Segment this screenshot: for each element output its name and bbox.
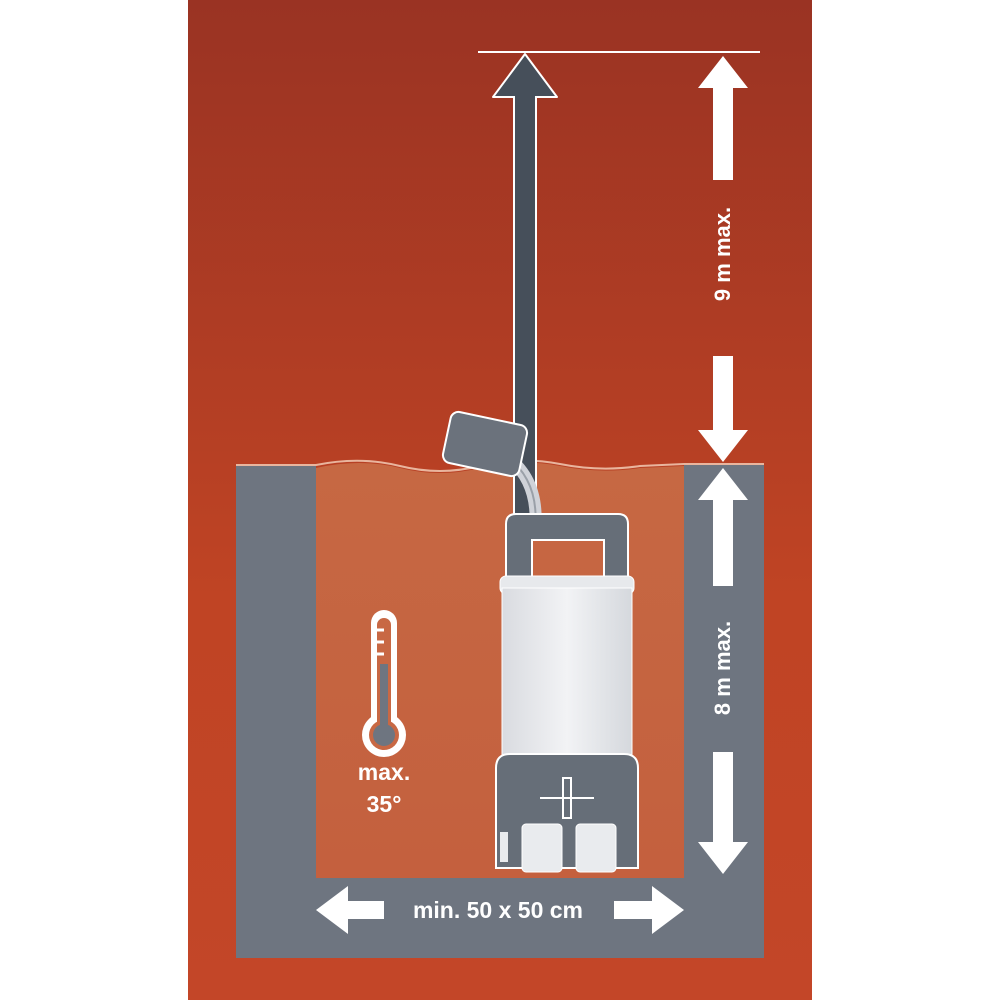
min-shaft-left-arrow-icon	[316, 886, 384, 934]
max-head-down-arrow-icon	[698, 356, 748, 462]
max-head-up-arrow-icon	[698, 56, 748, 180]
min-shaft-label: min. 50 x 50 cm	[413, 897, 583, 923]
pump-icon	[495, 513, 639, 873]
thermometer-icon	[362, 610, 406, 757]
temperature-value-label: 35°	[367, 791, 402, 817]
max-depth-label: 8 m max.	[710, 621, 735, 715]
max-depth-down-arrow-icon	[698, 752, 748, 874]
max-head-label: 9 m max.	[710, 207, 735, 301]
upward-flow-arrow-icon	[492, 53, 558, 533]
min-shaft-right-arrow-icon	[614, 886, 684, 934]
float-switch-icon	[441, 410, 529, 478]
max-depth-up-arrow-icon	[698, 468, 748, 586]
temperature-max-label: max.	[358, 759, 410, 785]
shaft-wall	[236, 465, 764, 958]
